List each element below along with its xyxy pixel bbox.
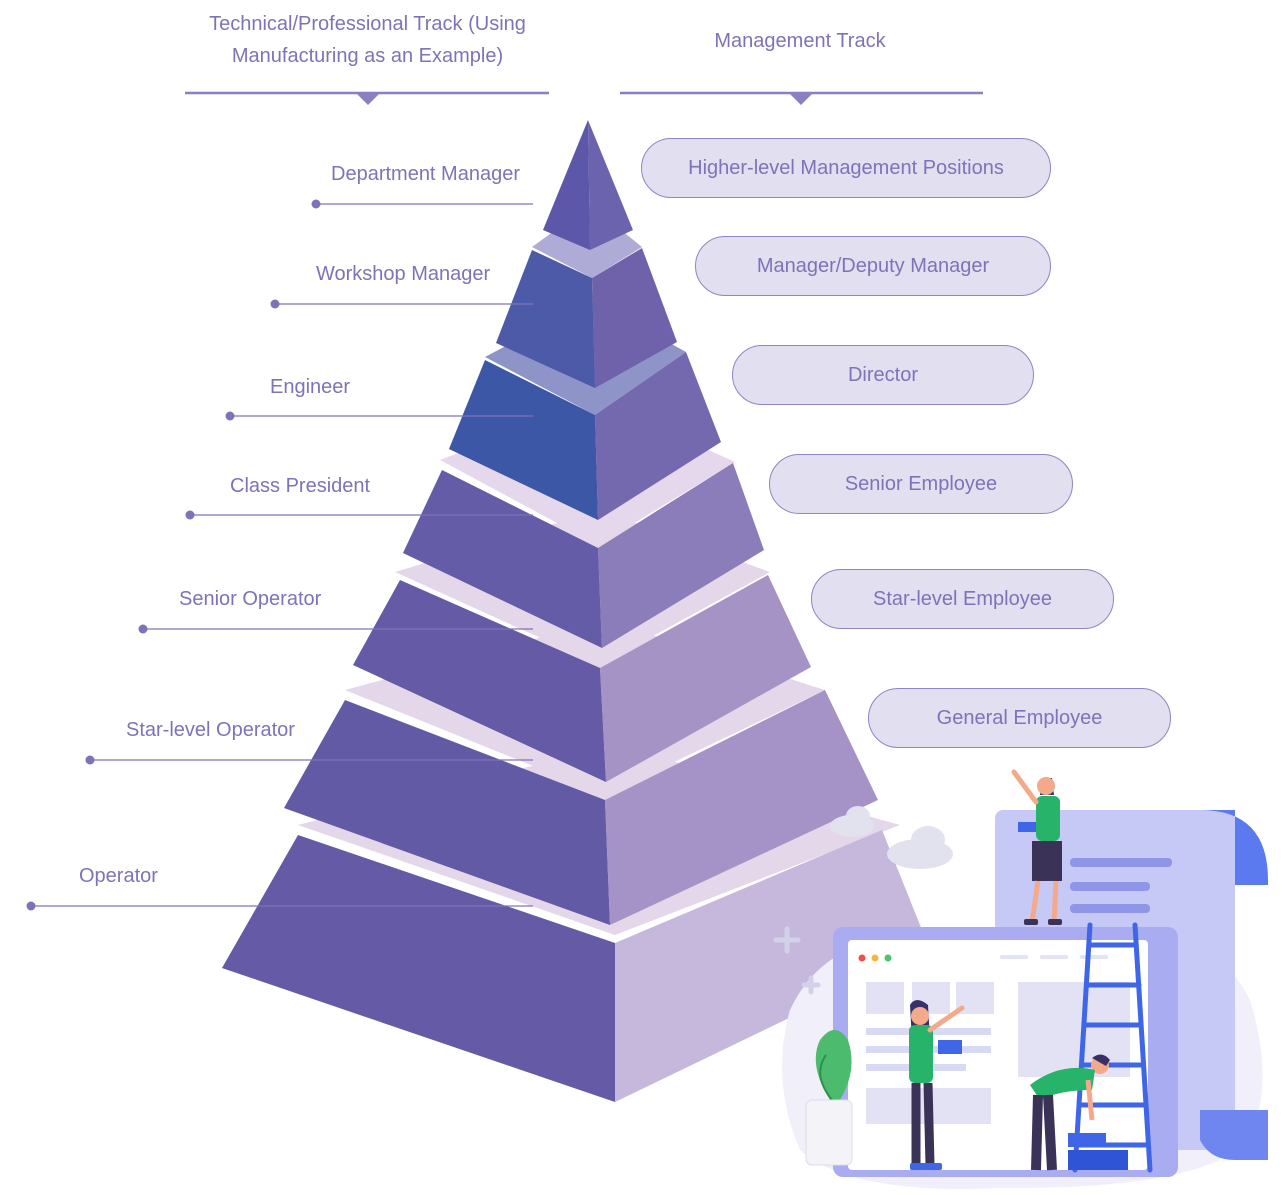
tech-level-operator: Operator (79, 865, 158, 887)
tech-level-workshop-manager: Workshop Manager (316, 263, 491, 285)
management-track-header: Management Track (714, 30, 886, 52)
mgmt-level-senior-employee: Senior Employee (769, 454, 1073, 514)
pyramid-tier-department-manager (543, 120, 633, 250)
person-top (1011, 769, 1062, 925)
mgmt-level-higher-management: Higher-level Management Positions (641, 138, 1051, 198)
person-bending (1030, 1054, 1128, 1171)
mgmt-level-general-employee: General Employee (868, 688, 1171, 748)
cloud-icon (830, 806, 953, 869)
person-pointing (909, 1000, 965, 1170)
tech-level-class-president: Class President (230, 475, 371, 497)
mgmt-level-manager-deputy: Manager/Deputy Manager (695, 236, 1051, 296)
team-illustration (773, 769, 1268, 1189)
leader-lines (26, 199, 533, 911)
pyramid (222, 120, 930, 1102)
ladder (1072, 922, 1153, 1173)
mgmt-level-director: Director (732, 345, 1034, 405)
window-close-dot (858, 954, 866, 962)
tech-level-department-manager: Department Manager (331, 163, 520, 185)
plus-icon (773, 926, 821, 995)
potted-plant (805, 1030, 853, 1166)
technical-track-header-line1: Technical/Professional Track (Using (209, 13, 526, 35)
technical-track-header: Technical/Professional Track (Using Manu… (185, 8, 550, 72)
window-maximize-dot (884, 954, 892, 962)
header-rules (185, 91, 983, 105)
mgmt-level-star-level-employee: Star-level Employee (811, 569, 1114, 629)
tech-level-engineer: Engineer (270, 376, 351, 398)
technical-track-header-line2: Manufacturing as an Example) (231, 45, 504, 67)
tech-level-senior-operator: Senior Operator (179, 588, 322, 610)
browser-window (833, 927, 1178, 1177)
window-minimize-dot (871, 954, 879, 962)
tech-level-star-level-operator: Star-level Operator (126, 719, 295, 741)
